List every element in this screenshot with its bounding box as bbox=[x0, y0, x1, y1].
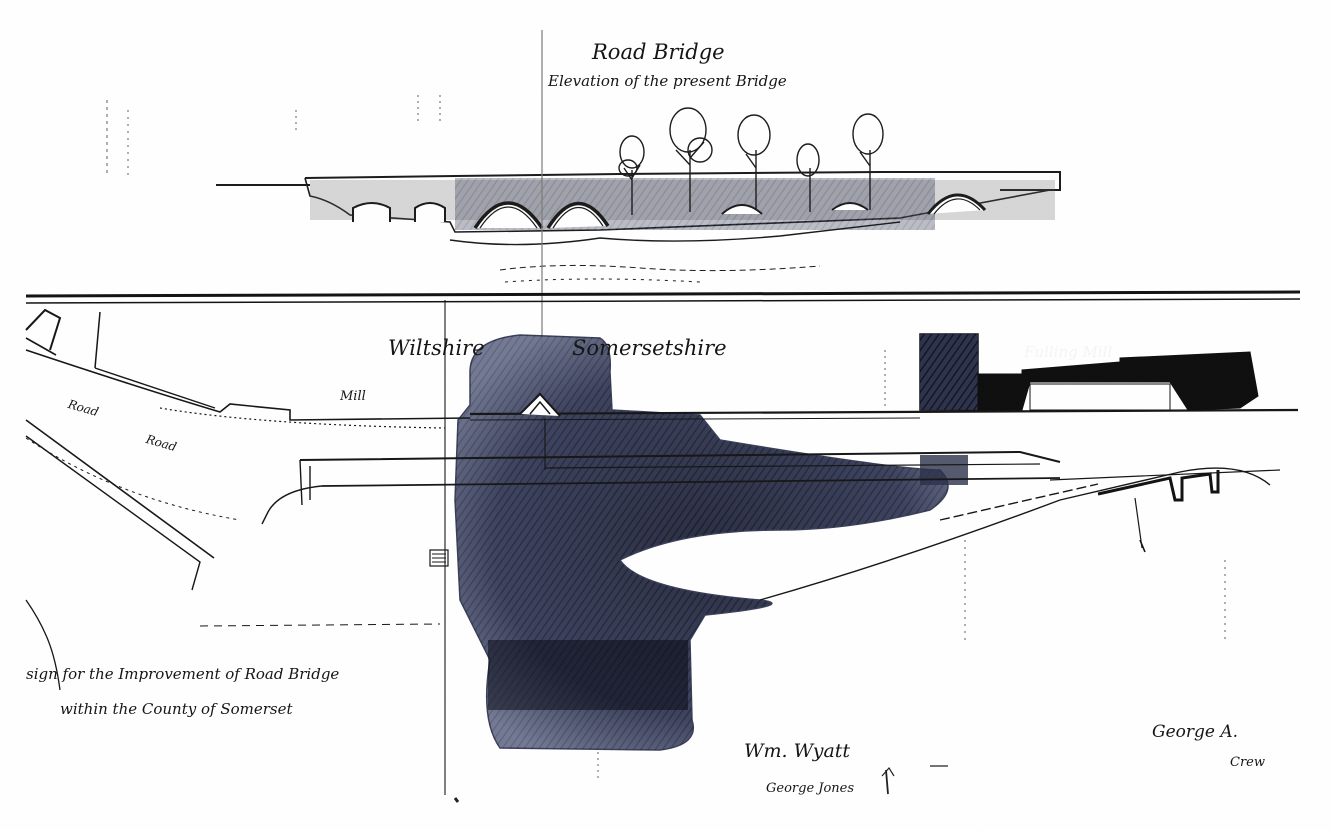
signature-right: George A. bbox=[1152, 722, 1239, 742]
county-label-wiltshire: Wiltshire bbox=[388, 336, 485, 360]
design-caption-line-2: within the County of Somerset bbox=[60, 700, 293, 718]
fulling-mill-label: Fulling Mill bbox=[1024, 343, 1113, 361]
mill-label: Mill bbox=[340, 389, 366, 404]
design-caption-line-1: sign for the Improvement of Road Bridge bbox=[26, 665, 340, 683]
signature-flourishes bbox=[453, 765, 948, 803]
signature-primary: Wm. Wyatt bbox=[744, 740, 851, 762]
county-label-somersetshire: Somersetshire bbox=[572, 336, 727, 360]
drawing-title: Road Bridge bbox=[592, 40, 725, 64]
signature-secondary: George Jones bbox=[766, 781, 855, 796]
elevation-caption: Elevation of the present Bridge bbox=[548, 72, 787, 90]
signature-right-second-line: Crew bbox=[1230, 755, 1265, 770]
